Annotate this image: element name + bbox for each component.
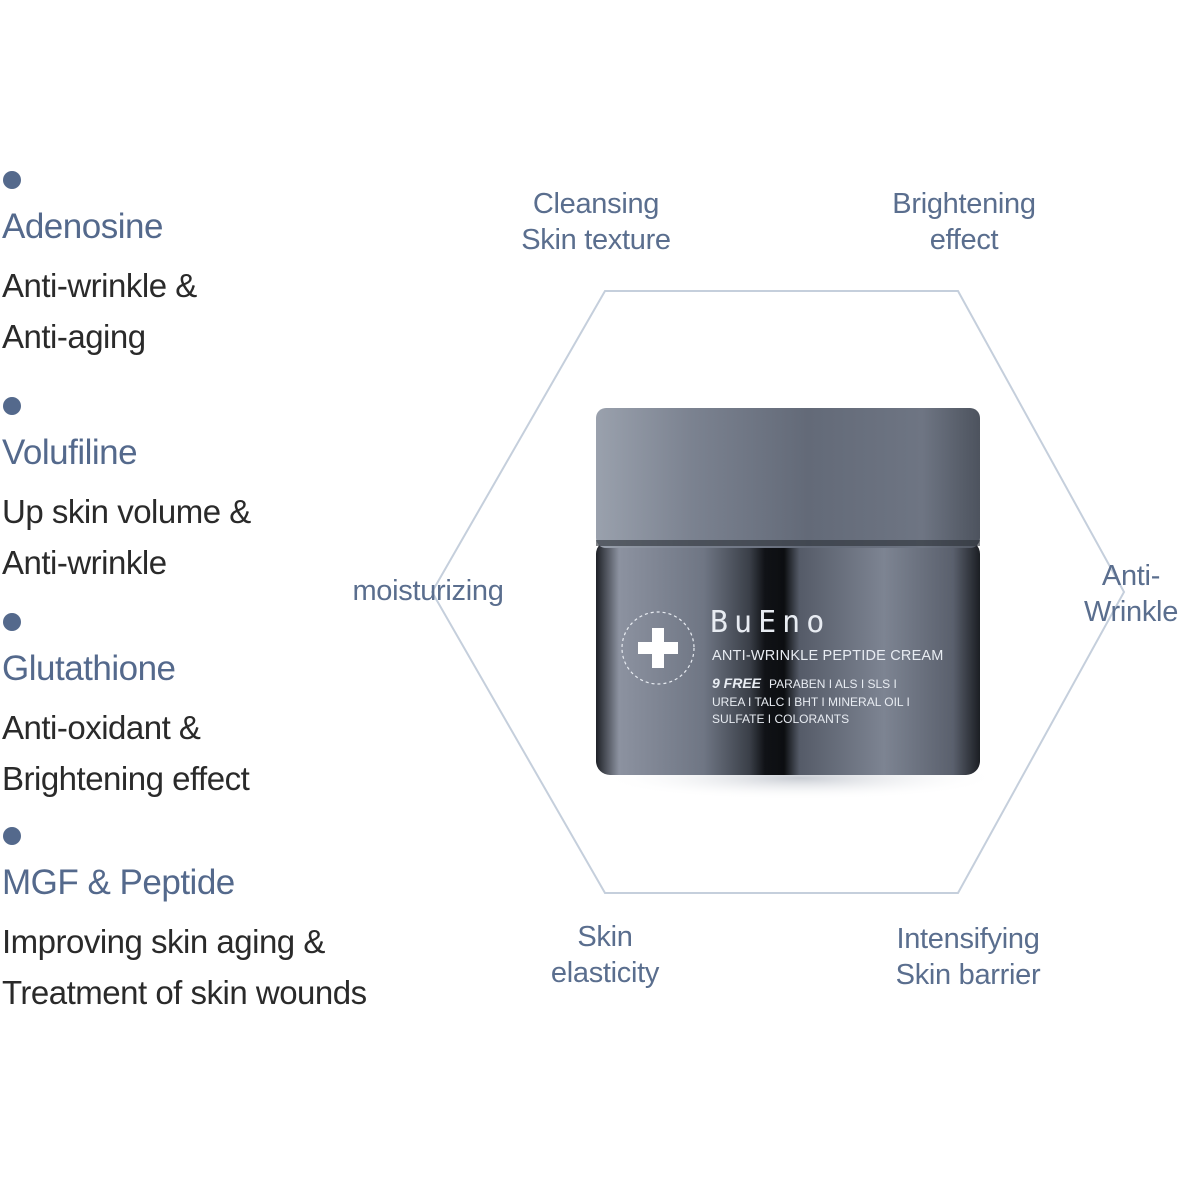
ingredient-description-line: Anti-oxidant & [2,709,201,746]
ingredient-name: Volufiline [2,433,138,472]
ingredient-item-volufiline: Volufiline Up skin volume & Anti-wrinkle [2,397,251,588]
free-line: UREA I TALC I BHT I MINERAL OIL I [712,695,910,709]
jar-graphic [596,408,1000,800]
derma-seal [621,611,695,685]
ingredient-description-line: Anti-aging [2,318,146,355]
benefit-line: Skin [577,921,633,953]
benefit-line: elasticity [550,957,660,989]
ingredient-description-line: Treatment of skin wounds [2,974,367,1011]
benefit-line: effect [929,224,999,256]
ingredient-item-glutathione: Glutathione Anti-oxidant & Brightening e… [2,613,250,804]
bullet-dot-icon [3,613,21,631]
ingredient-name: Adenosine [2,207,163,246]
ingredient-list: Adenosine Anti-wrinkle & Anti-aging Volu… [0,0,420,1181]
benefit-line: Skin barrier [895,959,1041,991]
ingredient-description-line: Improving skin aging & [2,923,325,960]
benefit-line: Skin texture [521,224,671,256]
free-line: SULFATE I COLORANTS [712,712,850,726]
free-label: 9 FREE [712,675,762,691]
product-brand: BuEno [710,605,831,640]
jar-lid [596,408,980,548]
ingredient-description-line: Anti-wrinkle [2,544,167,581]
benefit-line: Cleansing [532,188,660,220]
ingredient-description-line: Brightening effect [2,760,250,797]
free-line: PARABEN I ALS I SLS I [769,677,897,691]
ingredient-item-adenosine: Adenosine Anti-wrinkle & Anti-aging [2,171,197,362]
product-jar-image: BuEno ANTI-WRINKLE PEPTIDE CREAM 9 FREE P… [590,400,1000,820]
ingredient-description: Anti-oxidant & Brightening effect [2,702,250,804]
bullet-dot-icon [3,171,21,189]
ingredient-item-mgf-peptide: MGF & Peptide Improving skin aging & Tre… [2,827,367,1018]
benefit-label-skin-elasticity: Skin elasticity [550,919,660,991]
jar-body [596,540,980,775]
bullet-dot-icon [3,827,21,845]
benefit-line: Anti- [1101,560,1161,592]
benefit-line: Intensifying [896,923,1040,955]
hexagon-shape [430,290,1126,894]
ingredient-description-line: Up skin volume & [2,493,251,530]
ingredient-description: Improving skin aging & Treatment of skin… [2,916,367,1018]
ingredient-name: Glutathione [2,649,176,688]
ingredient-name: MGF & Peptide [2,863,235,902]
benefit-label-cleansing: Cleansing Skin texture [521,186,671,258]
benefit-line: moisturizing [352,575,504,607]
benefit-label-moisturizing: moisturizing [352,573,503,609]
product-free-list: 9 FREE PARABEN I ALS I SLS I [712,675,897,691]
ingredient-description: Up skin volume & Anti-wrinkle [2,486,251,588]
bullet-dot-icon [3,397,21,415]
benefit-label-brightening: Brightening effect [892,186,1036,258]
jar-lid-seam [596,540,980,546]
benefit-line: Wrinkle [1083,596,1179,628]
benefit-line: Brightening [892,188,1036,220]
product-name: ANTI-WRINKLE PEPTIDE CREAM [712,648,944,664]
ingredient-description-line: Anti-wrinkle & [2,267,197,304]
ingredient-description: Anti-wrinkle & Anti-aging [2,260,197,362]
benefit-label-skin-barrier: Intensifying Skin barrier [896,921,1041,993]
benefit-label-anti-wrinkle: Anti- Wrinkle [1084,558,1178,630]
